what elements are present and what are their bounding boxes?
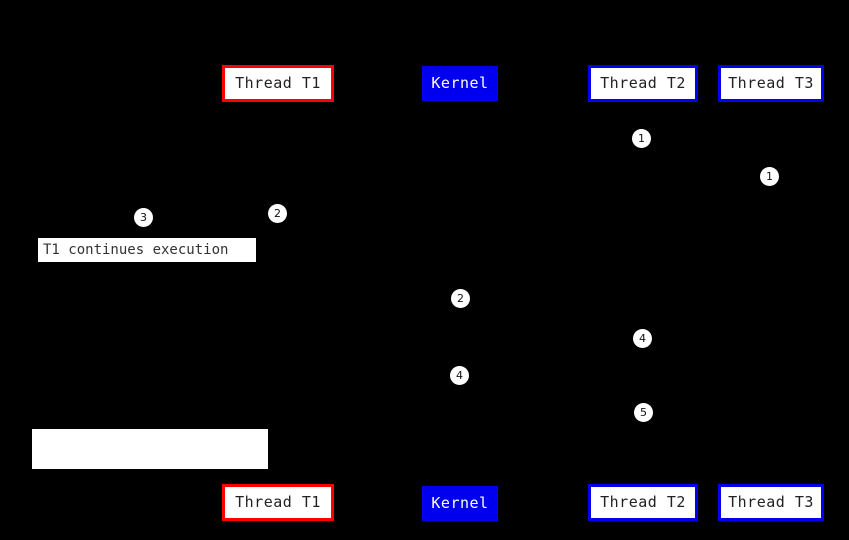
participant-label: Kernel — [431, 494, 489, 512]
step-badge-5-t2: 5 — [634, 403, 653, 422]
step-badge-4-t2: 4 — [633, 329, 652, 348]
participant-kernel[interactable]: Kernel — [422, 66, 498, 101]
participant-label: Thread T2 — [600, 74, 686, 92]
step-badge-4-kernel: 4 — [450, 366, 469, 385]
participant-label: Thread T3 — [728, 74, 814, 92]
participant-t3[interactable]: Thread T3 — [718, 65, 824, 102]
participant-label: Thread T1 — [235, 493, 321, 511]
note-box-note-2 — [32, 429, 268, 469]
participant-t3b[interactable]: Thread T3 — [718, 484, 824, 521]
participant-label: Kernel — [431, 74, 489, 92]
lifeline-t1 — [278, 102, 279, 484]
step-badge-2-kernel: 2 — [451, 289, 470, 308]
participant-t1b[interactable]: Thread T1 — [222, 484, 334, 521]
participant-t1[interactable]: Thread T1 — [222, 65, 334, 102]
step-badge-1-t3: 1 — [760, 167, 779, 186]
step-badge-1-t2: 1 — [632, 129, 651, 148]
participant-t2b[interactable]: Thread T2 — [588, 484, 698, 521]
step-badge-3-t1-note: 3 — [134, 208, 153, 227]
note-box-note-1: T1 continues execution — [37, 237, 257, 263]
step-badge-2-t1: 2 — [268, 204, 287, 223]
participant-label: Thread T2 — [600, 493, 686, 511]
lifeline-t2 — [643, 102, 644, 484]
participant-kernelb[interactable]: Kernel — [422, 486, 498, 521]
participant-label: Thread T3 — [728, 493, 814, 511]
participant-label: Thread T1 — [235, 74, 321, 92]
participant-t2[interactable]: Thread T2 — [588, 65, 698, 102]
lifeline-t3 — [771, 102, 772, 484]
note-text: T1 continues execution — [43, 242, 229, 258]
